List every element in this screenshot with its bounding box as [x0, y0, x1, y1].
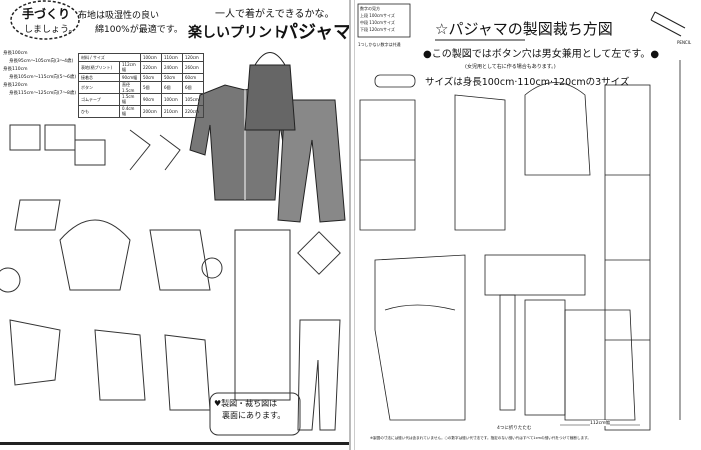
size-list: 身長100cm 身長95cm〜105cm向(3〜4歳) 身長110cm 身長10… [3, 50, 76, 98]
subtitle: 一人で着がえできるかな。 [215, 9, 335, 20]
size-label: 身長100cm [3, 51, 28, 56]
cell: ボタン [78, 81, 120, 94]
legend-note: 1つしかない数字は共通 [358, 42, 401, 47]
legend-title: 数字の見方 [360, 6, 380, 11]
cell: 接着芯 [78, 73, 120, 82]
cell: 90cm幅 [119, 73, 141, 82]
cell: 表地(柄プリント) [78, 61, 120, 74]
header-cell: 100cm [140, 53, 162, 62]
badge-line1: 手づくり [22, 7, 71, 21]
cell: 220cm [140, 61, 162, 74]
cell: 260cm [182, 61, 204, 74]
cell: 0.4cm幅 [119, 105, 141, 118]
divider [0, 442, 349, 445]
cell: 200cm [140, 105, 162, 118]
cell: 5個 [140, 81, 162, 94]
cell: 直径1.5cm [119, 81, 141, 94]
size-detail: 身長95cm〜105cm向(3〜4歳) [9, 59, 74, 64]
cell: 60cm [182, 73, 204, 82]
pattern-drafts [357, 3, 686, 431]
cell: 220cm [182, 105, 204, 118]
badge-line2: しましょう。 [24, 25, 78, 35]
buttonhole-note: ●この製図ではボタン穴は男女兼用として左です。● [423, 49, 660, 60]
cell: 6個 [161, 81, 183, 94]
footer-note: ※製図の寸法には縫い代は含まれていません。○の数字は縫い代寸法です。指定のない縫… [370, 436, 592, 440]
left-page: 手づくり しましょう。 布地は吸湿性の良い 綿100%が最適です。 一人で着がえ… [0, 0, 351, 450]
page-title: ☆パジャマの製図裁ち方図 [435, 20, 613, 38]
fabric-note-line1: 布地は吸湿性の良い [78, 11, 160, 21]
cell: 112cm幅 [119, 61, 141, 74]
cell: 6個 [182, 81, 204, 94]
size-detail: 身長105cm〜115cm向(5〜6歳) [9, 75, 77, 80]
cell: 50cm [161, 73, 183, 82]
left-illustrations [0, 0, 346, 436]
cell: 240cm [161, 61, 183, 74]
title-b: パジャマ [280, 22, 351, 43]
right-page: 数字の見方 上段 100cmサイズ 中段 110cmサイズ 下段 120cmサイ… [354, 0, 701, 450]
legend-row: 下段 120cmサイズ [360, 27, 395, 32]
header-cell: 120cm [182, 53, 204, 62]
cell: ひも [78, 105, 120, 118]
cell: 90cm [140, 93, 162, 106]
title-a: 楽しいプリント [188, 25, 286, 41]
size-label: 身長120cm [3, 83, 28, 88]
star-icon: ☆ [435, 20, 449, 38]
heart-icon: ♥ [214, 399, 222, 408]
fabric-note-line2: 綿100%が最適です。 [95, 25, 183, 35]
header-cell: 材料 / サイズ [78, 53, 141, 62]
cell: ゴムテープ [78, 93, 120, 106]
fold-note: 4つに折りたたむ [497, 426, 532, 431]
width-label: 112cm幅 [590, 420, 610, 426]
number-legend: 数字の見方 上段 100cmサイズ 中段 110cmサイズ 下段 120cmサイ… [360, 5, 395, 33]
cell: 50cm [140, 73, 162, 82]
table-header-row: 材料 / サイズ 100cm 110cm 120cm [78, 53, 204, 62]
materials-table: 材料 / サイズ 100cm 110cm 120cm 表地(柄プリント)112c… [78, 53, 204, 118]
cell: 210cm [161, 105, 183, 118]
legend-row: 中段 110cmサイズ [360, 20, 395, 25]
cell: 105cm [182, 93, 204, 106]
pencil-label: PENCIL [677, 40, 692, 45]
cell: 100cm [161, 93, 183, 106]
size-detail: 身長115cm〜125cm向(7〜8歳) [9, 91, 77, 96]
bottom-note: ♥製図・裁ち図は 裏面にあります。 [214, 399, 286, 420]
legend-row: 上段 100cmサイズ [360, 13, 395, 18]
size-label: 身長110cm [3, 67, 28, 72]
size-note: サイズは身長100cm·110cm·120cmの3サイズ [425, 77, 630, 88]
cell: 1.5cm幅 [119, 93, 141, 106]
header-cell: 110cm [161, 53, 183, 62]
buttonhole-sub: (女児用として右に作る場合もあります。) [465, 64, 556, 70]
